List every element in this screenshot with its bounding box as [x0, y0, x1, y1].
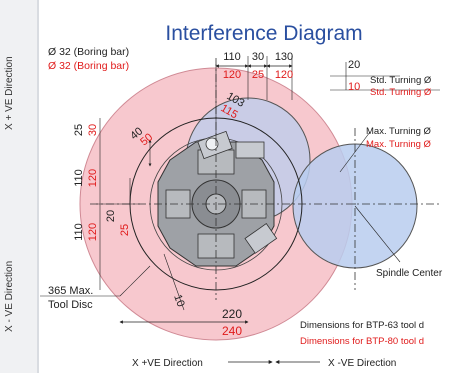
dim-110b-left-text: 110 — [73, 223, 85, 241]
std-turning-label: Std. Turning Ø — [370, 75, 432, 86]
dim-120b-left-text: 120 — [87, 223, 99, 241]
dim-25-text: 25 — [252, 69, 264, 81]
dim-20-text: 20 — [348, 59, 360, 71]
diagram-title: Interference Diagram — [165, 22, 362, 45]
x-plus-direction-label: X +VE Direction — [132, 358, 203, 369]
spindle-leader — [354, 205, 401, 263]
side-divider — [37, 0, 39, 373]
dim-10-text: 10 — [348, 81, 360, 93]
dim-120-left-text: 120 — [87, 169, 99, 187]
dims-btp80-label: Dimensions for BTP-80 tool d — [300, 336, 424, 347]
dim-30-left-text: 30 — [87, 124, 99, 136]
boring-bar-label: Ø 32 (Boring bar) — [48, 46, 129, 58]
tool-disc-label-2: Tool Disc — [48, 299, 93, 311]
dim-20-left-text: 20 — [105, 210, 117, 222]
dim-10-bottom-text: 10 — [171, 293, 186, 309]
max-turning-label: Max. Turning Ø — [366, 126, 432, 137]
dim-110-left-text: 110 — [73, 169, 85, 187]
dims-btp63-label: Dimensions for BTP-63 tool d — [300, 320, 424, 331]
tool-disc-leader-diag — [119, 265, 151, 297]
boring-bar-label-red: Ø 32 (Boring bar) — [48, 60, 129, 72]
spindle-center-label: Spindle Center — [376, 268, 443, 279]
std-turning-label-red: Std. Turning Ø — [370, 87, 432, 98]
dim-30-text: 30 — [252, 51, 264, 63]
turning-tool-top — [235, 141, 265, 159]
dim-110-text: 110 — [223, 51, 241, 63]
tool-disc-label-1: 365 Max. — [48, 285, 93, 297]
boring-bar-icon — [205, 137, 219, 151]
dim-120-text: 120 — [223, 69, 241, 81]
max-turning-label-red: Max. Turning Ø — [366, 139, 432, 150]
dim-120b-text: 120 — [275, 69, 293, 81]
x-minus-direction-label: X -VE Direction — [328, 358, 396, 369]
dim-25b-left-text: 25 — [119, 224, 131, 236]
dim-130-text: 130 — [275, 51, 293, 63]
dim-10-line — [163, 253, 185, 311]
dim-25-left-text: 25 — [73, 124, 85, 136]
dim-220-text: 220 — [222, 307, 242, 321]
max-turning-leader — [339, 131, 371, 173]
turning-tool-bottom — [244, 223, 278, 254]
dim-240-text: 240 — [222, 324, 242, 338]
